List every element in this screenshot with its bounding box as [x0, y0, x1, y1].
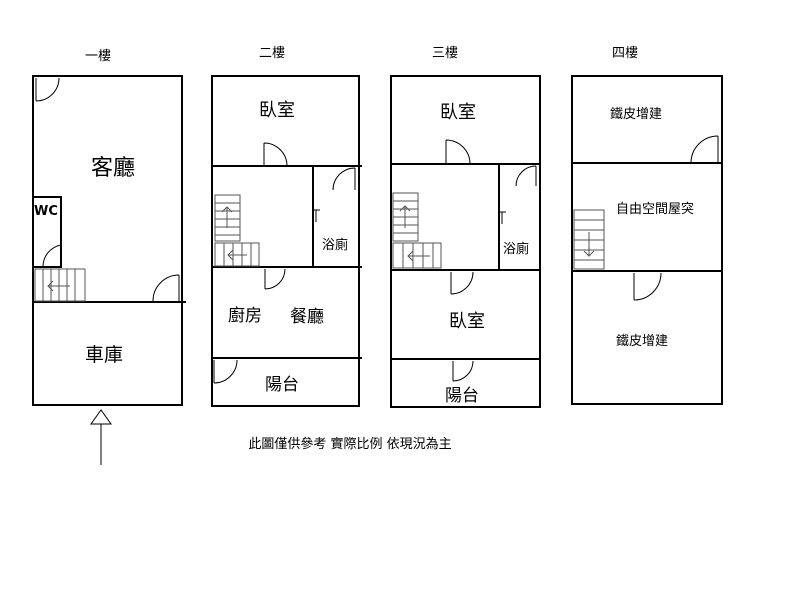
entrance-arrow-icon [90, 409, 112, 465]
disclaimer-note: 此圖僅供參考 實際比例 依現況為主 [248, 436, 451, 452]
stair-icon [573, 209, 605, 270]
door-icon [633, 272, 662, 301]
room-label-bath: 浴廁 [503, 241, 529, 257]
floor-2-plan: 二樓 臥室 浴廁 廚房 餐廳 陽台 [211, 46, 362, 407]
room-label-living: 客廳 [91, 156, 135, 181]
room-label-bath: 浴廁 [322, 237, 348, 253]
door-icon [313, 209, 320, 222]
room-label-wc: WC [34, 204, 58, 219]
door-icon [445, 139, 471, 165]
floor-4-title: 四樓 [612, 46, 638, 61]
room-label-dining: 餐廳 [290, 307, 324, 327]
door-icon [152, 274, 180, 302]
floor-2-outline [211, 75, 360, 407]
door-icon [213, 359, 238, 384]
room-label-kitchen: 廚房 [228, 305, 262, 326]
door-icon [499, 211, 506, 224]
door-icon [263, 142, 288, 167]
room-label-garage: 車庫 [85, 344, 123, 366]
room-label-iron-top: 鐵皮增建 [610, 106, 662, 122]
wc-room-walls [32, 196, 62, 268]
door-icon [452, 360, 474, 382]
door-icon [690, 135, 719, 164]
stair-icon [214, 194, 260, 267]
stair-icon [392, 192, 442, 269]
room-label-bedroom: 臥室 [259, 100, 295, 121]
door-icon [42, 244, 62, 268]
stair-icon [34, 268, 86, 302]
room-label-balcony: 陽台 [265, 375, 299, 395]
floor-3-outline [390, 75, 541, 408]
door-icon [450, 271, 474, 295]
room-label-bedroom-top: 臥室 [440, 102, 476, 123]
floor-1-title: 一樓 [85, 49, 111, 64]
floor-3-plan: 三樓 臥室 浴廁 臥室 陽台 [390, 46, 541, 408]
floor-3-title: 三樓 [432, 46, 458, 61]
floor-4-outline [571, 75, 723, 405]
floor-4-plan: 四樓 鐵皮增建 自由空間屋突 鐵皮增建 [571, 46, 723, 405]
floor-2-title: 二樓 [259, 46, 285, 61]
door-icon [515, 165, 537, 187]
room-label-free-space: 自由空間屋突 [616, 201, 694, 217]
door-icon [332, 167, 356, 191]
room-label-balcony: 陽台 [445, 386, 479, 406]
room-label-bedroom-mid: 臥室 [449, 311, 485, 332]
room-label-iron-bottom: 鐵皮增建 [616, 333, 668, 349]
door-icon [35, 77, 60, 102]
floor-1-plan: 一樓 客廳 WC 車庫 [32, 49, 186, 465]
door-icon [264, 268, 286, 290]
